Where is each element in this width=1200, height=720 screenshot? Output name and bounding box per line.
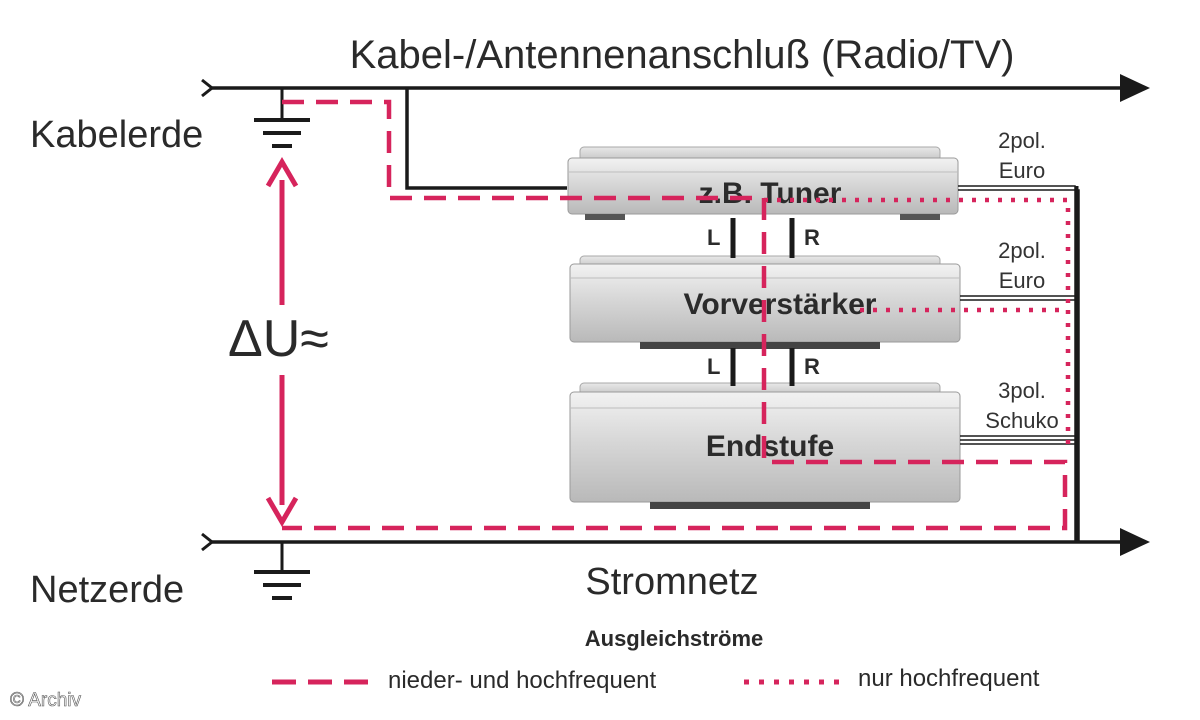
interconnect-preamp-amp <box>730 348 795 386</box>
interconnect-tuner-preamp <box>730 218 795 258</box>
power-arrow-icon <box>1120 528 1150 556</box>
antenna-cable <box>405 88 567 190</box>
cable-ground-icon <box>254 88 310 148</box>
legend-dotted-label: nur hochfrequent <box>858 665 1040 692</box>
left-channel-label-1: L <box>707 225 720 250</box>
right-channel-label-2: R <box>804 354 820 379</box>
legend-title: Ausgleichströme <box>585 626 764 651</box>
tuner-plug-type: 2pol. <box>998 128 1046 153</box>
kabelerde-label: Kabelerde <box>30 114 203 156</box>
cable-line <box>201 74 1150 102</box>
cable-connection-title: Kabel-/Antennenanschluß (Radio/TV) <box>350 33 1015 77</box>
power-amp-label: Endstufe <box>706 430 834 463</box>
mains-cords <box>958 185 1080 542</box>
hf-current-path <box>764 197 1071 452</box>
stromnetz-label: Stromnetz <box>585 561 758 603</box>
delta-u-label: ΔU≈ <box>228 310 329 368</box>
preamp-label: Vorverstärker <box>684 288 877 321</box>
amp-plug-type: 3pol. <box>998 378 1046 403</box>
right-channel-label-1: R <box>804 225 820 250</box>
cable-arrow-icon <box>1120 74 1150 102</box>
power-line <box>201 528 1150 556</box>
tuner-label: z.B. Tuner <box>699 177 842 210</box>
lf-hf-current-path <box>282 99 1068 531</box>
preamp-plug-name: Euro <box>999 268 1045 293</box>
amp-plug-name: Schuko <box>985 408 1058 433</box>
legend-dashed-label: nieder- und hochfrequent <box>388 667 657 694</box>
tuner-plug-name: Euro <box>999 158 1045 183</box>
left-channel-label-2: L <box>707 354 720 379</box>
copyright-label: © Archiv <box>10 690 82 711</box>
voltage-difference-arrow <box>265 157 299 527</box>
netzerde-label: Netzerde <box>30 569 184 611</box>
preamp-plug-type: 2pol. <box>998 238 1046 263</box>
mains-ground-icon <box>254 542 310 600</box>
